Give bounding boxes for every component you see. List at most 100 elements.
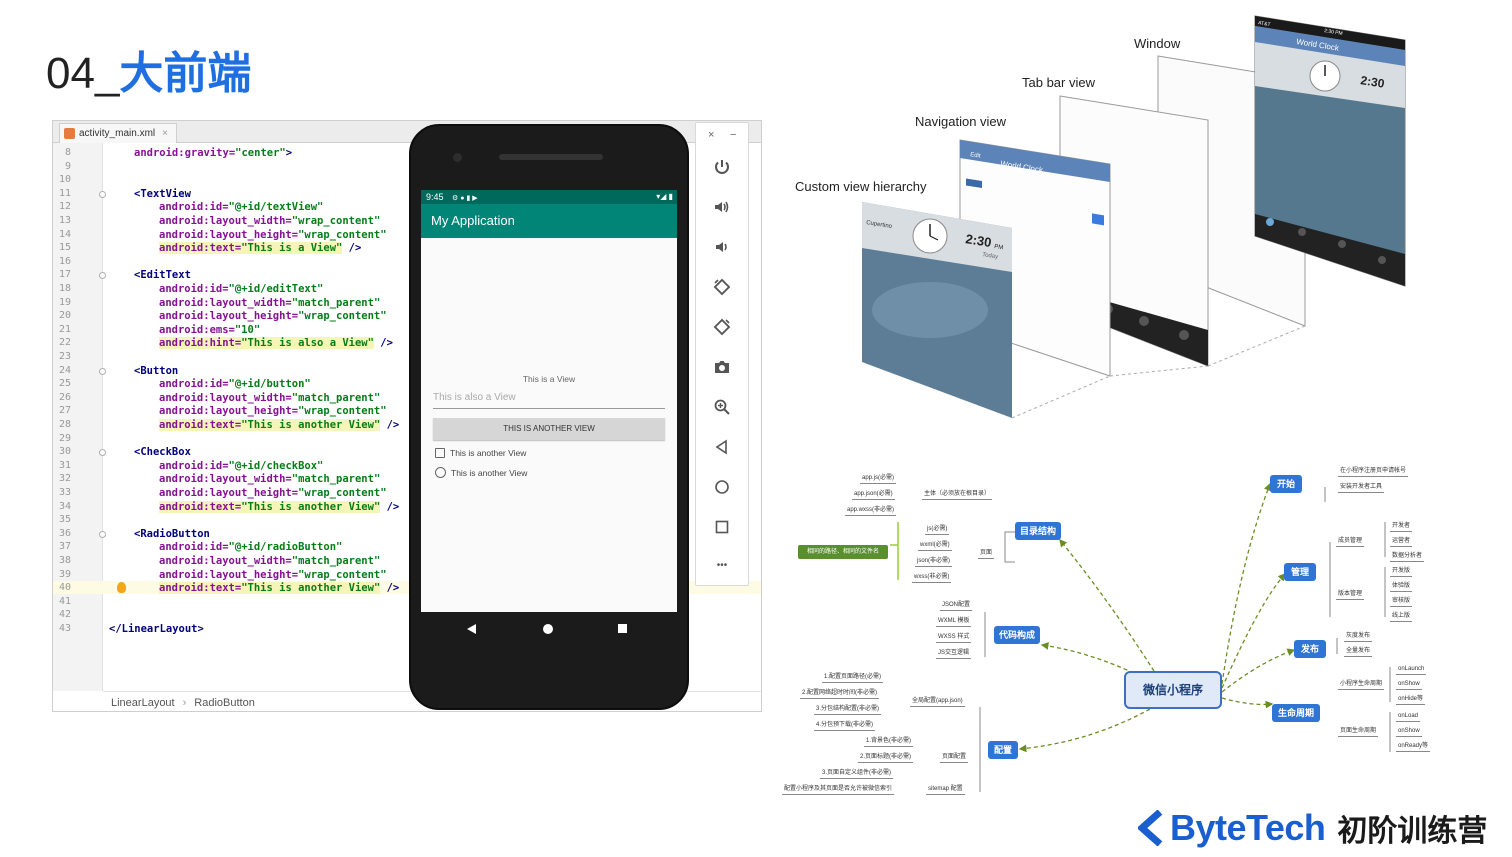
code-line[interactable]: <RadioButton	[134, 528, 210, 540]
home-icon[interactable]	[543, 624, 553, 634]
code-token: android:id=	[159, 378, 229, 391]
mind-leaf: 体验版	[1390, 582, 1413, 592]
code-line[interactable]: android:text="This is another View" />	[159, 419, 399, 431]
volume-up-icon[interactable]	[712, 197, 732, 217]
line-number: 28	[58, 419, 71, 430]
code-line[interactable]: </LinearLayout>	[109, 623, 204, 635]
radio-button[interactable]: This is another View	[435, 467, 527, 478]
rotate-right-icon[interactable]	[712, 317, 732, 337]
code-line[interactable]: android:layout_height="wrap_content"	[159, 405, 387, 417]
android-button[interactable]: THIS IS ANOTHER VIEW	[433, 418, 665, 440]
code-line[interactable]: android:id="@+id/textView"	[159, 201, 323, 213]
code-line[interactable]: android:layout_height="wrap_content"	[159, 487, 387, 499]
recents-icon[interactable]	[618, 624, 627, 633]
check-box[interactable]: This is another View	[435, 448, 526, 458]
mind-leaf: 3.分包结构配置(非必需)	[814, 705, 882, 715]
fold-marker-icon[interactable]	[99, 272, 106, 280]
code-line[interactable]: android:layout_width="match_parent"	[159, 473, 380, 485]
fold-marker-icon[interactable]	[99, 530, 106, 538]
code-token: "10"	[234, 323, 261, 336]
editor-tab-label: activity_main.xml	[79, 128, 156, 139]
code-token: "wrap_content"	[291, 215, 381, 227]
label-window: Window	[1134, 36, 1181, 51]
breadcrumb-item[interactable]: RadioButton	[194, 697, 255, 709]
close-icon[interactable]: ×	[708, 129, 715, 141]
home-circle-icon[interactable]	[712, 477, 732, 497]
code-line[interactable]: android:id="@+id/editText"	[159, 283, 323, 295]
mind-leaf: js(必需)	[925, 525, 950, 535]
back-triangle-icon[interactable]	[712, 437, 732, 457]
code-line[interactable]: android:id="@+id/checkBox"	[159, 460, 323, 472]
edit-text[interactable]: This is also a View	[433, 391, 665, 409]
code-line[interactable]: android:layout_height="wrap_content"	[159, 310, 387, 322]
more-options-icon[interactable]: •••	[716, 559, 728, 571]
mind-leaf: app.js(必需)	[860, 474, 897, 484]
code-line[interactable]: android:layout_width="match_parent"	[159, 555, 380, 567]
code-token: "@+id/editText"	[228, 283, 324, 295]
line-number: 32	[58, 473, 71, 485]
checkbox-label: This is another View	[450, 448, 527, 458]
code-line[interactable]: android:layout_height="wrap_content"	[159, 229, 387, 241]
checkbox-icon[interactable]	[435, 448, 445, 458]
line-number: 30	[58, 446, 71, 458]
code-line[interactable]: android:id="@+id/radioButton"	[159, 541, 342, 553]
code-line[interactable]: android:id="@+id/button"	[159, 378, 311, 390]
rotate-left-icon[interactable]	[712, 277, 732, 297]
code-token: "center"	[235, 147, 286, 159]
ios-carrier: AT&T	[1258, 20, 1271, 28]
code-line[interactable]: android:layout_width="wrap_content"	[159, 215, 380, 227]
tab-close-icon[interactable]: ×	[162, 128, 168, 139]
code-token: android:text=	[159, 419, 242, 431]
logo-subtitle: 初阶训练营	[1337, 815, 1488, 848]
zoom-icon[interactable]	[712, 397, 732, 417]
code-line[interactable]: android:ems="10"	[159, 324, 260, 336]
code-line[interactable]: android:text="This is another View" />	[159, 582, 399, 595]
fold-marker-icon[interactable]	[99, 367, 106, 375]
code-line[interactable]: android:layout_width="match_parent"	[159, 297, 380, 309]
line-number: 22	[58, 337, 71, 349]
clock-ampm: PM	[994, 244, 1004, 251]
code-line[interactable]: android:text="This is another View" />	[159, 500, 399, 513]
code-token: "wrap_content"	[298, 310, 387, 323]
code-line[interactable]: android:text="This is a View" />	[159, 242, 362, 255]
text-view: This is a View	[522, 374, 576, 384]
mind-leaf: 在小程序注册页申请帐号	[1338, 467, 1409, 477]
code-line[interactable]: android:hint="This is also a View" />	[159, 337, 393, 350]
code-line[interactable]: <TextView	[134, 188, 191, 200]
code-token: android:text=	[159, 582, 242, 595]
camera-screenshot-icon[interactable]	[712, 357, 732, 377]
line-number: 37	[58, 541, 71, 553]
line-number: 12	[58, 201, 71, 213]
code-line[interactable]: android:layout_height="wrap_content"	[159, 569, 387, 581]
mind-leaf: 全局配置(app.json)	[910, 697, 965, 707]
code-line[interactable]: <CheckBox	[134, 446, 191, 458]
volume-down-icon[interactable]	[712, 237, 732, 257]
fold-marker-icon[interactable]	[99, 190, 106, 198]
line-number: 35	[58, 514, 71, 526]
mind-leaf: 2.页面标题(非必需)	[858, 753, 914, 763]
fold-marker-icon[interactable]	[99, 449, 106, 457]
code-token: android:ems=	[159, 323, 235, 336]
code-line[interactable]: <EditText	[134, 269, 191, 281]
emulator-toolbar: × − •••	[695, 122, 749, 586]
line-number: 20	[58, 310, 71, 322]
code-line[interactable]: android:layout_width="match_parent"	[159, 392, 380, 404]
slide-title: 04_大前端	[46, 50, 251, 98]
code-line[interactable]: <Button	[134, 365, 178, 377]
code-token: "wrap_content"	[298, 405, 387, 418]
lightbulb-icon[interactable]	[117, 582, 126, 594]
radio-icon[interactable]	[435, 467, 446, 478]
power-icon[interactable]	[712, 157, 732, 177]
code-token: />	[342, 242, 362, 255]
breadcrumb-item[interactable]: LinearLayout	[111, 697, 175, 709]
bytetech-logo: ByteTech 初阶训练营	[1138, 806, 1487, 850]
overview-square-icon[interactable]	[712, 517, 732, 537]
code-line[interactable]: android:gravity="center">	[134, 147, 292, 159]
layers-graphic: World Clock Edit 2:30 PM Today Cupertino…	[862, 15, 1406, 419]
line-number: 10	[58, 174, 71, 186]
minimize-icon[interactable]: −	[730, 129, 737, 141]
back-icon[interactable]	[467, 624, 476, 634]
editor-tab[interactable]: activity_main.xml ×	[59, 123, 177, 143]
mind-leaf: 主体（必须放在根目录）	[922, 490, 993, 500]
